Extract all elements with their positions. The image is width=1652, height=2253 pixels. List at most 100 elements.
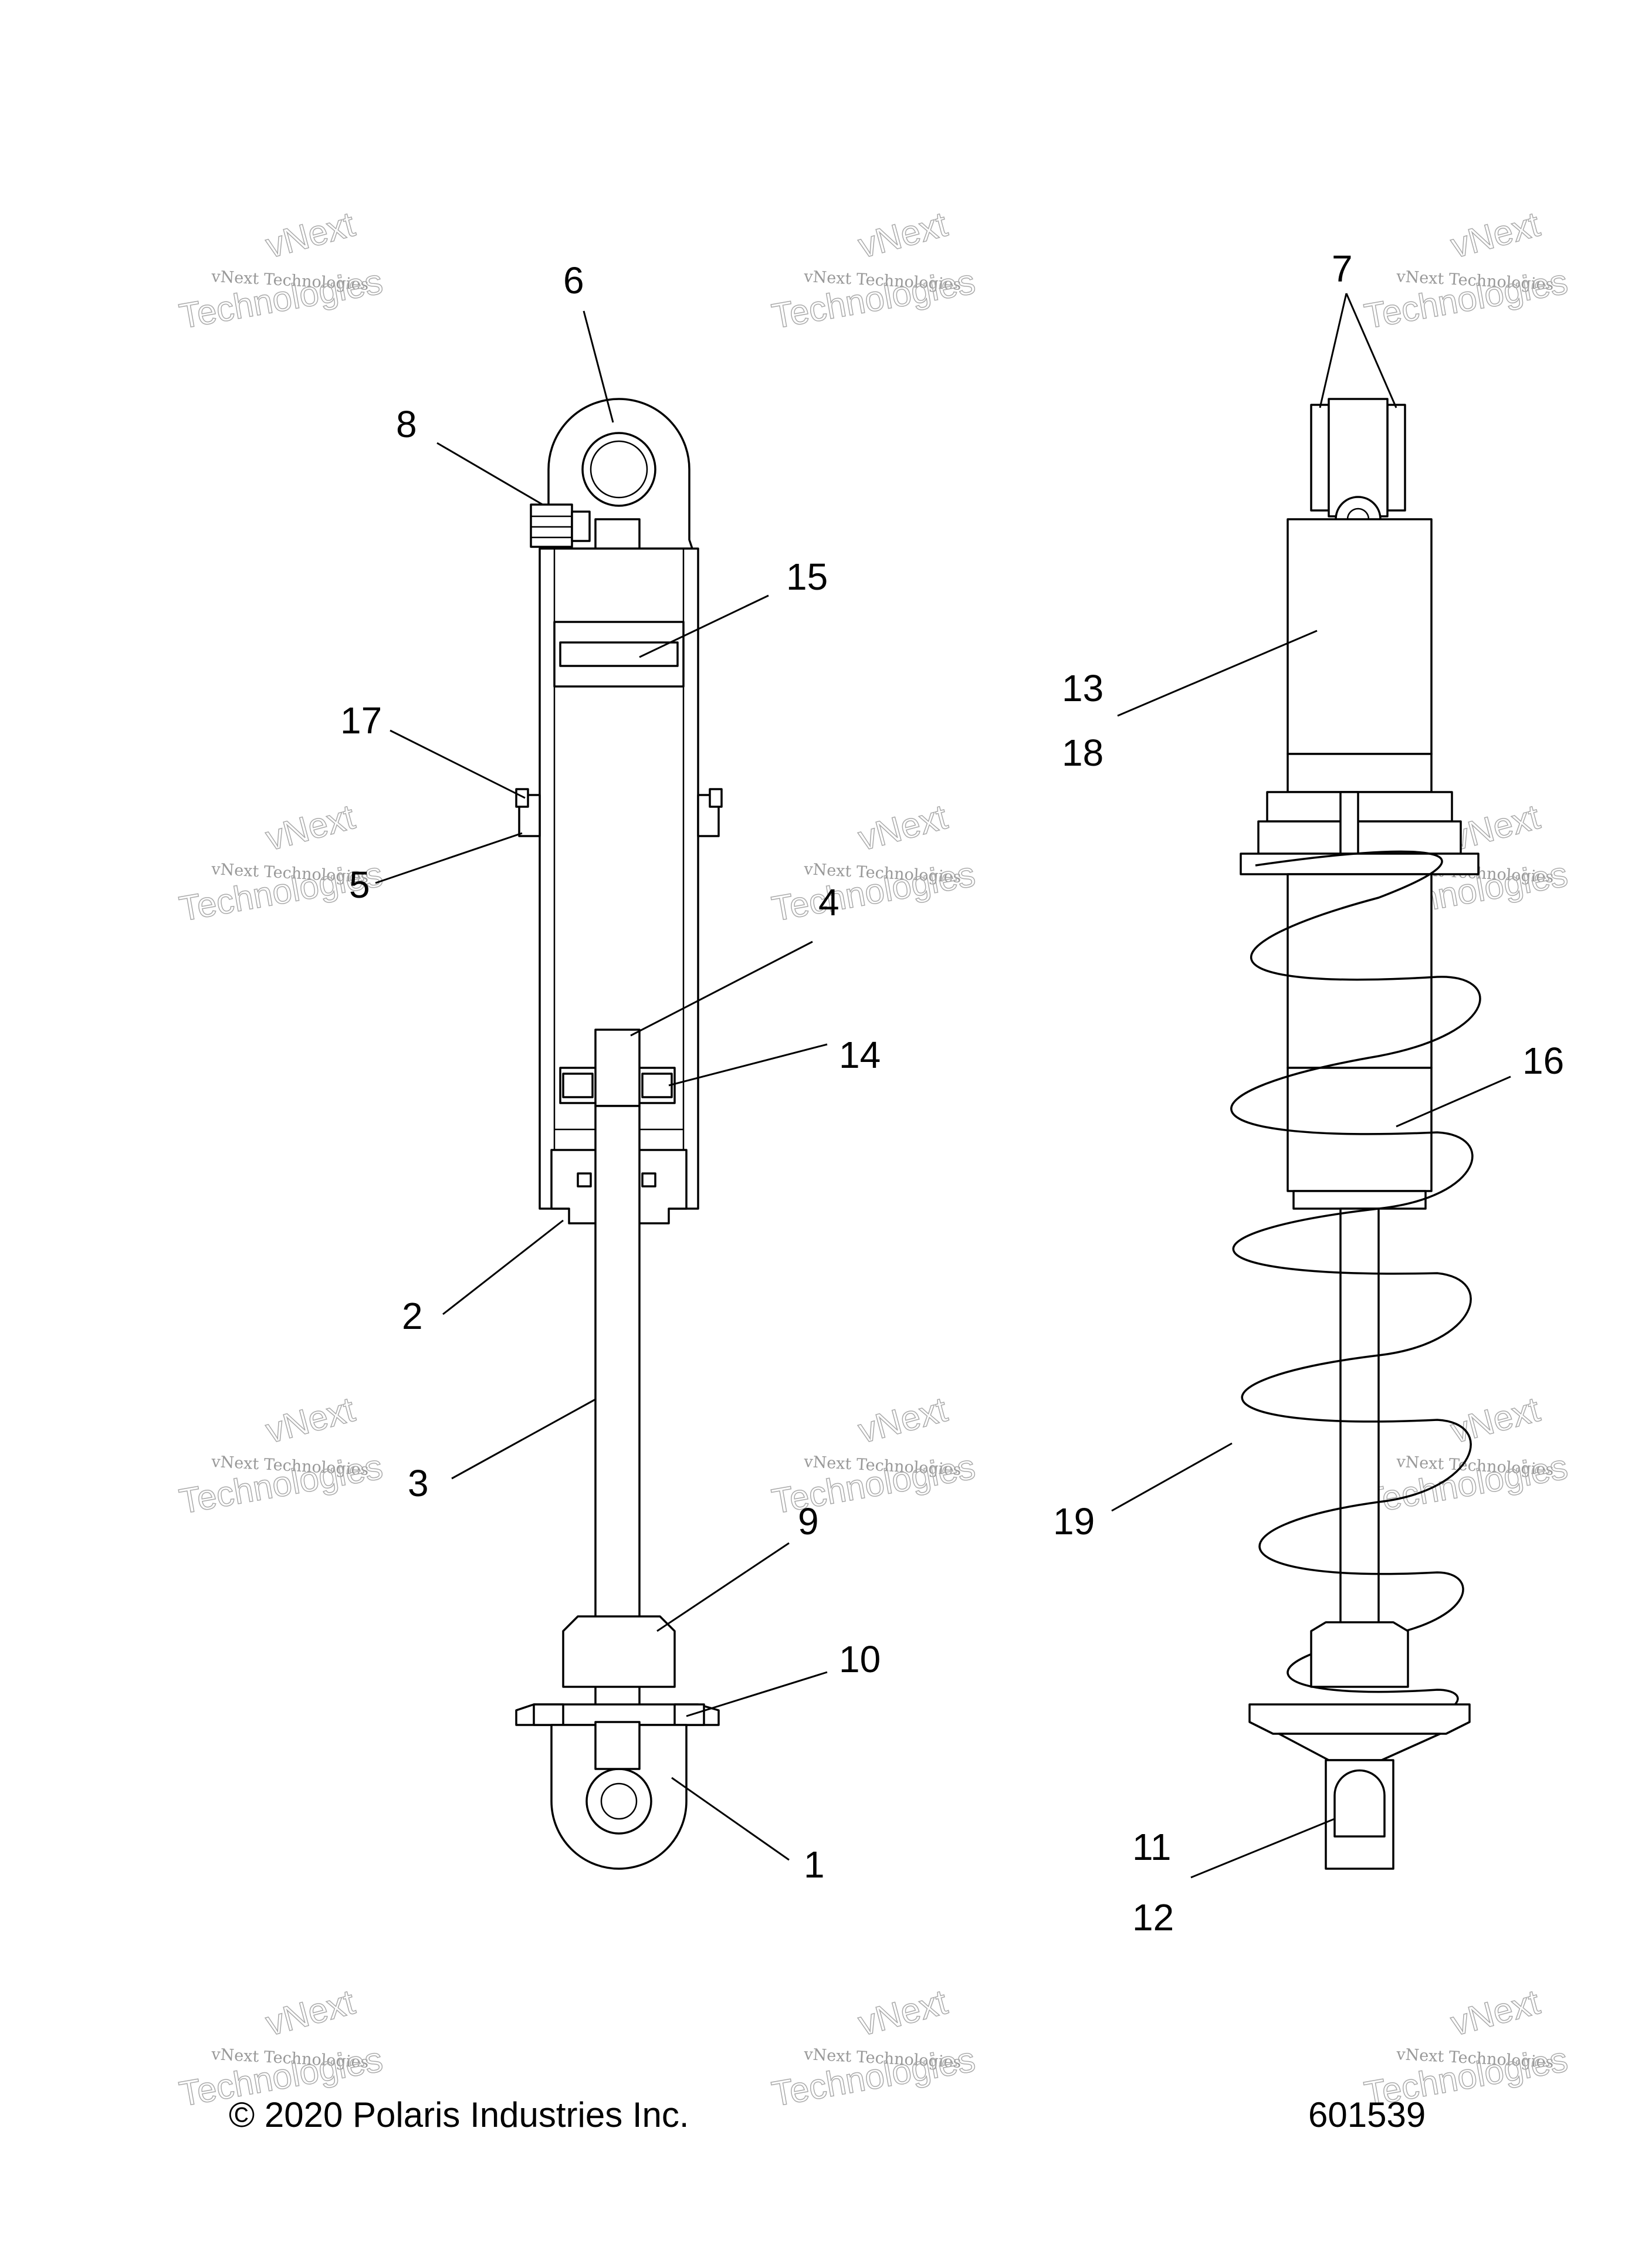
shock-body-assembled (1287, 518, 1433, 755)
callout-16: 16 (1522, 1040, 1564, 1082)
preload-collar-lower (1257, 820, 1462, 855)
sleeve-base (1292, 1190, 1427, 1210)
callout-7: 7 (1332, 248, 1353, 290)
watermark-line1: vNext (854, 1982, 952, 2043)
callout-8: 8 (396, 403, 417, 445)
leader-4 (630, 941, 813, 1037)
bottom-bushing-inner (600, 1782, 638, 1820)
upper-collar (594, 518, 641, 550)
watermark: vNext vNext Technologies Technologies (1361, 1981, 1571, 2114)
body-base-ring (1287, 753, 1433, 793)
watermark-line1: vNext (1447, 204, 1544, 265)
callout-15: 15 (786, 556, 828, 598)
callout-labels: 6 8 15 17 5 4 14 2 3 9 10 1 7 13 18 16 1… (340, 248, 1564, 1939)
figure-number: 601539 (1308, 2095, 1426, 2134)
leader-17 (390, 729, 526, 799)
watermark: vNext vNext Technologies Technologies (769, 204, 979, 336)
piston-nut (594, 1029, 641, 1107)
watermark-line1: vNext (262, 1389, 359, 1450)
body-sleeve-16 (1287, 1067, 1433, 1192)
callout-1: 1 (804, 1843, 825, 1886)
lower-spring-seat (1310, 1621, 1409, 1688)
preload-collar (1266, 791, 1453, 823)
callout-13: 13 (1062, 667, 1103, 709)
leader-2 (442, 1219, 564, 1315)
adjuster-tab-right (709, 788, 723, 808)
shaft-end (594, 1721, 641, 1770)
cup-lug-left (533, 1703, 564, 1726)
watermark-line1: vNext (262, 1982, 359, 2043)
piston-shim-right (641, 1073, 673, 1098)
bottom-bushing (585, 1768, 652, 1835)
valve-cap (571, 510, 591, 542)
copyright-notice: © 2020 Polaris Industries Inc. (229, 2095, 689, 2134)
piston-shim-left (562, 1073, 594, 1098)
watermark: vNext vNext Technologies Technologies (176, 204, 386, 336)
callout-12: 12 (1132, 1896, 1174, 1939)
leader-11 (1190, 1818, 1335, 1879)
watermark: vNext vNext Technologies Technologies (176, 796, 386, 929)
callout-5: 5 (349, 864, 370, 906)
watermark: vNext vNext Technologies Technologies (176, 1981, 386, 2114)
watermark: vNext vNext Technologies Technologies (1361, 204, 1571, 336)
lower-spring-retainer (1248, 1703, 1471, 1735)
watermark-line1: vNext (1447, 1982, 1544, 2043)
callout-14: 14 (839, 1034, 881, 1076)
callout-9: 9 (798, 1500, 819, 1542)
leader-7b (1345, 293, 1397, 408)
leader-3 (451, 1398, 596, 1480)
top-bushing-inner (590, 440, 648, 499)
watermark-line1: vNext (262, 797, 359, 858)
leader-6 (583, 310, 614, 423)
top-bushing-outer (581, 432, 656, 507)
watermark: vNext vNext Technologies Technologies (769, 1981, 979, 2114)
preload-notch (1339, 791, 1359, 855)
top-mount-left-ear (1310, 404, 1330, 512)
seal-head-port-left (577, 1172, 592, 1188)
callout-18: 18 (1062, 732, 1103, 774)
watermark: vNext vNext Technologies Technologies (176, 1389, 386, 1521)
leader-1 (671, 1777, 790, 1861)
valve-body (530, 503, 573, 548)
callout-10: 10 (839, 1638, 881, 1680)
leader-10 (686, 1671, 828, 1717)
callout-4: 4 (818, 881, 839, 923)
lower-mount-flare (1278, 1733, 1441, 1761)
clevis-slot (1333, 1769, 1386, 1838)
callout-2: 2 (402, 1295, 423, 1337)
lower-body (1287, 873, 1433, 1069)
shock-assembled-view (1230, 398, 1481, 1870)
leader-14 (668, 1043, 828, 1087)
adjuster-tab-left (515, 788, 529, 808)
callout-19: 19 (1053, 1500, 1095, 1542)
shock-cutaway-view (515, 398, 723, 1870)
watermark-line1: vNext (854, 1389, 952, 1450)
assembled-shaft (1339, 1207, 1380, 1632)
leader-7a (1319, 293, 1348, 408)
leader-16 (1396, 1075, 1511, 1128)
leader-13 (1117, 630, 1318, 717)
top-mount-right-ear (1386, 404, 1406, 512)
coil-spring (1230, 850, 1481, 1732)
leader-19 (1111, 1442, 1233, 1512)
bump-stop (562, 1615, 676, 1688)
leader-lines (375, 293, 1511, 1879)
callout-6: 6 (563, 259, 584, 302)
leader-9 (656, 1542, 790, 1632)
leader-8 (436, 442, 543, 506)
leader-5 (375, 832, 523, 884)
leader-15 (639, 594, 769, 658)
spring-seat-top (1240, 853, 1480, 875)
watermark: vNext vNext Technologies Technologies (769, 796, 979, 929)
callout-3: 3 (408, 1462, 429, 1504)
watermark-line1: vNext (1447, 1389, 1544, 1450)
callout-11: 11 (1132, 1826, 1171, 1868)
floating-piston-seal (559, 641, 679, 667)
watermark-line1: vNext (854, 204, 952, 265)
watermark-line1: vNext (854, 797, 952, 858)
seal-head-port-right (641, 1172, 656, 1188)
watermark-line1: vNext (262, 204, 359, 265)
watermark: vNext vNext Technologies Technologies (1361, 1389, 1571, 1521)
callout-17: 17 (340, 699, 382, 742)
